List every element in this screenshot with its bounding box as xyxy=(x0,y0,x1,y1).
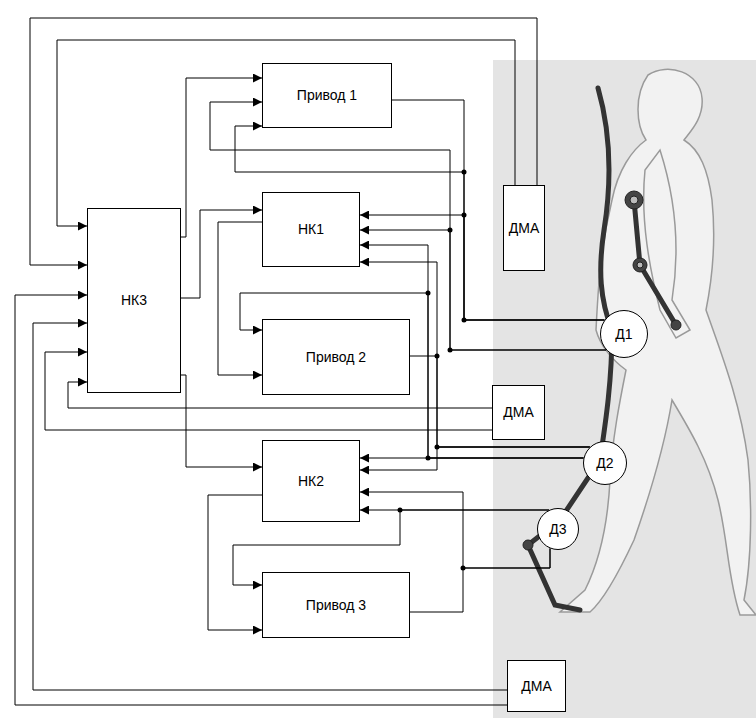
signal-connector xyxy=(410,548,550,612)
signal-connector xyxy=(392,100,605,320)
node-label: ДМА xyxy=(503,404,533,421)
sensor-box: ДМА xyxy=(503,185,545,271)
joint-sensor: Д2 xyxy=(583,441,627,485)
joint-sensor: Д1 xyxy=(600,310,648,358)
controller-box: НК1 xyxy=(262,192,360,267)
junction-dot xyxy=(426,291,431,296)
exoskeleton-frame xyxy=(528,88,676,610)
signal-connector xyxy=(210,102,606,350)
signal-connector xyxy=(360,458,584,459)
node-label: Привод 3 xyxy=(306,597,366,614)
signal-connector xyxy=(181,375,262,467)
joint-sensor: Д3 xyxy=(537,508,579,550)
node-label: ДМА xyxy=(521,678,551,695)
junction-dot xyxy=(398,508,403,513)
controller-box: НК3 xyxy=(87,208,181,393)
signal-connector xyxy=(360,492,550,568)
node-label: НК3 xyxy=(121,292,147,309)
node-label: НК1 xyxy=(298,221,324,238)
signal-connector xyxy=(360,215,605,320)
junction-dot xyxy=(448,348,453,353)
junction-dot xyxy=(462,318,467,323)
node-label: Привод 1 xyxy=(297,87,357,104)
signal-connector xyxy=(235,126,605,320)
signal-connector xyxy=(240,293,584,458)
body-silhouette xyxy=(560,69,756,615)
node-label: Привод 2 xyxy=(306,349,366,366)
actuator-box: Привод 3 xyxy=(262,572,410,638)
junction-dot xyxy=(462,170,467,175)
node-label: Д3 xyxy=(549,521,566,538)
node-label: НК2 xyxy=(298,473,324,490)
junction-dot xyxy=(435,445,440,450)
actuator-box: Привод 2 xyxy=(262,319,410,395)
node-label: Д1 xyxy=(615,326,632,343)
actuator-box: Привод 1 xyxy=(262,63,392,128)
junction-dot xyxy=(426,456,431,461)
controller-box: НК2 xyxy=(262,440,360,522)
junction-dot xyxy=(435,354,440,359)
joint-symbols xyxy=(523,191,681,550)
signal-connector xyxy=(181,210,262,298)
junction-dot xyxy=(461,566,466,571)
sensor-box: ДМА xyxy=(507,660,566,712)
signal-connector xyxy=(208,495,262,630)
node-label: ДМА xyxy=(509,220,539,237)
background-panel xyxy=(493,60,756,718)
junction-dot xyxy=(448,228,453,233)
sensor-box: ДМА xyxy=(492,385,545,440)
junction-dot xyxy=(462,213,467,218)
signal-connector xyxy=(360,447,590,470)
node-label: Д2 xyxy=(596,455,613,472)
